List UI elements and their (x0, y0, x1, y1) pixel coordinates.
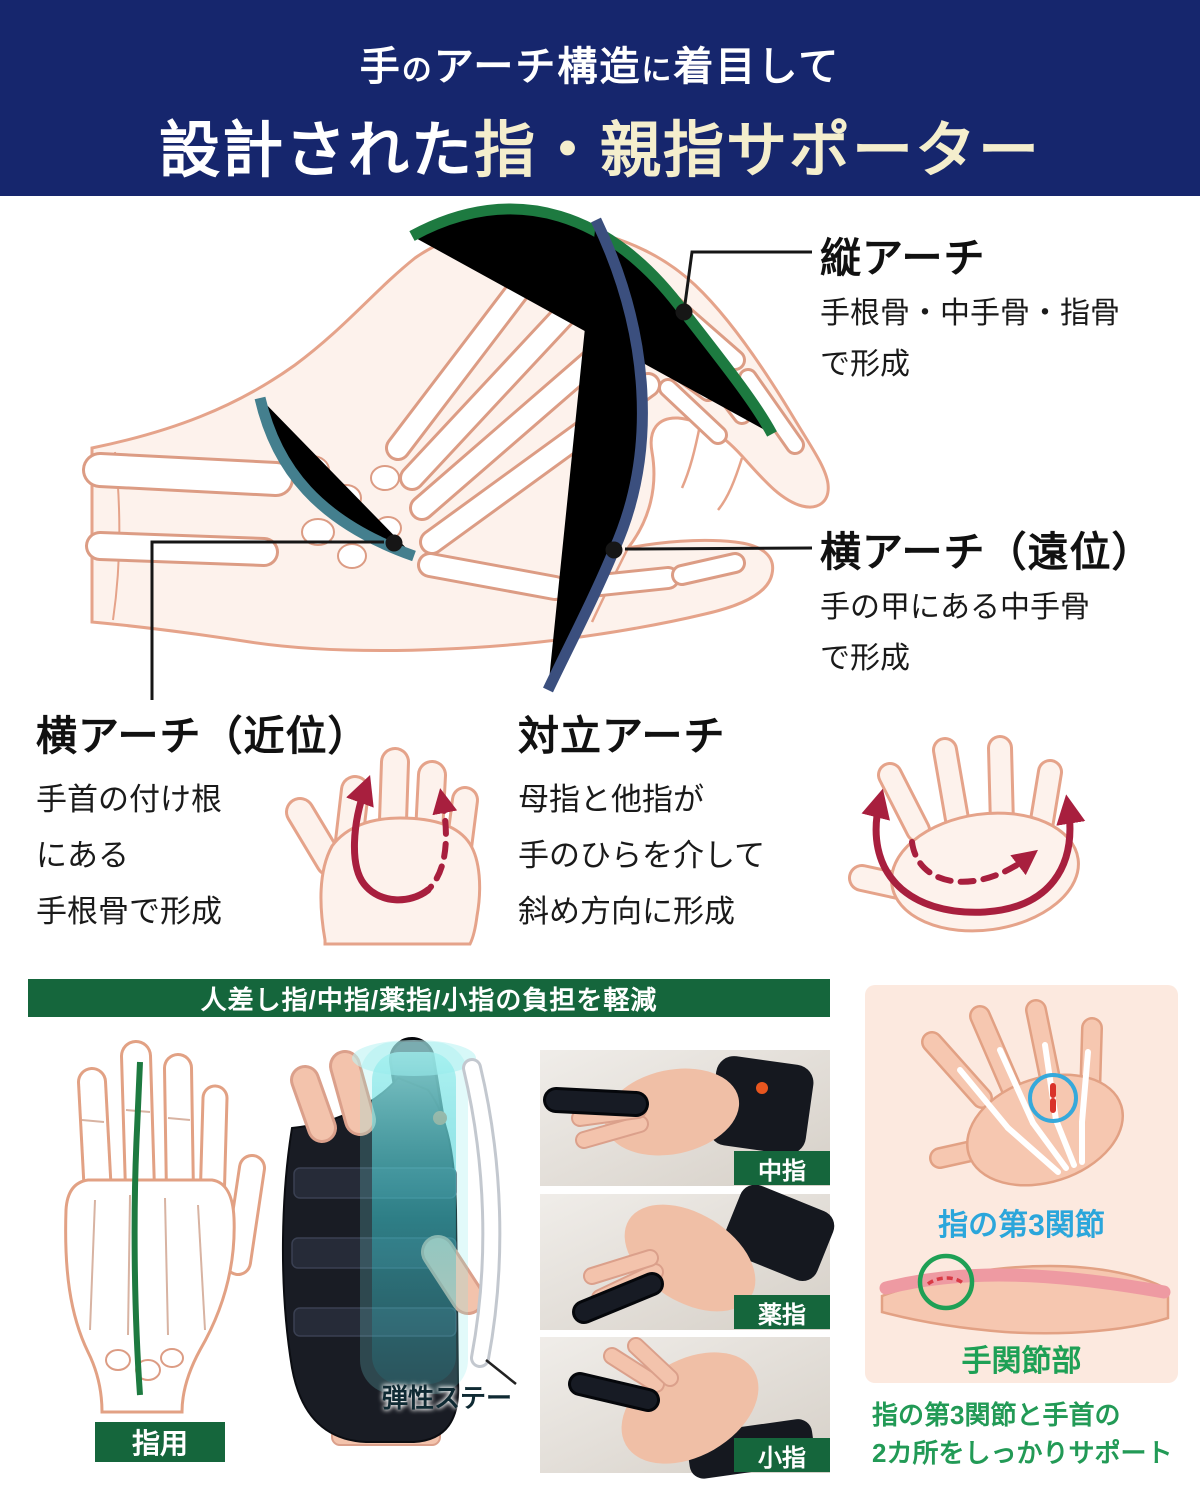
vertical-arch-dot (675, 303, 693, 321)
proximal-arch-desc-line3: 手根骨で形成 (36, 894, 222, 929)
proximal-arch-desc: 手首の付け根 にある 手根骨で形成 (36, 772, 222, 940)
third-joint-circle (1028, 1073, 1078, 1123)
photo-tag-ring-finger: 薬指 (734, 1295, 830, 1329)
proximal-arch-desc-line1: 手首の付け根 (36, 782, 222, 817)
opposition-arch-title: 対立アーチ (518, 713, 726, 759)
support-panel-illustration (865, 985, 1178, 1383)
header-seg-5: 着目して (673, 45, 841, 89)
distal-arch-desc: 手の甲にある中手骨 で形成 (820, 582, 1090, 684)
distal-arch-title: 横アーチ（遠位） (820, 529, 1154, 575)
wrist-joint-label: 手関節部 (961, 1345, 1082, 1378)
distal-arch-dot (605, 541, 623, 559)
support-note-line1: 指の第3関節と手首の (872, 1400, 1121, 1430)
distal-arch-desc-line1: 手の甲にある中手骨 (820, 591, 1090, 624)
opposition-arch-desc-line2: 手のひらを介して (518, 838, 766, 873)
header-seg-3: アーチ構造 (433, 45, 642, 89)
opposition-arch-hand-illustration (848, 735, 1086, 933)
header-seg-4: に (641, 54, 674, 87)
vertical-arch-desc: 手根骨・中手骨・指骨 で形成 (820, 288, 1120, 390)
transverse-distal-arch-line (543, 217, 648, 693)
finger-support-line (131, 1061, 143, 1396)
elastic-stay-label: 弾性ステー (382, 1383, 513, 1413)
opposition-arch-desc-line1: 母指と他指が (518, 782, 704, 817)
header-line2-accent: 指・親指サポーター (474, 116, 1042, 184)
header-line2-prefix: 設計された (158, 116, 474, 184)
finger-skeleton-illustration (64, 1040, 266, 1414)
support-note: 指の第3関節と手首の 2カ所をしっかりサポート (872, 1396, 1192, 1472)
opposition-arch-desc-line3: 斜め方向に形成 (518, 894, 735, 929)
vertical-arch-desc-line1: 手根骨・中手骨・指骨 (820, 297, 1120, 330)
vertical-arch-desc-line2: で形成 (820, 348, 910, 381)
header-title-line1: 手のアーチ構造に着目して (0, 34, 1200, 92)
opposition-arch-desc: 母指と他指が 手のひらを介して 斜め方向に形成 (518, 772, 765, 940)
header-title-line2: 設計された指・親指サポーター (0, 100, 1200, 189)
photo-tag-middle-finger: 中指 (734, 1151, 830, 1185)
proximal-arch-title: 横アーチ（近位） (36, 713, 370, 759)
header-seg-2: の (401, 54, 434, 87)
wrist-joint-circle (917, 1253, 975, 1311)
support-note-line2: 2カ所をしっかりサポート (872, 1438, 1173, 1468)
product-illustration (281, 1037, 517, 1446)
vertical-arch-title: 縦アーチ (820, 235, 986, 281)
third-joint-label: 指の第3関節 (938, 1209, 1105, 1242)
header-seg-1: 手 (359, 45, 402, 89)
header-banner: 手のアーチ構造に着目して 設計された指・親指サポーター (0, 0, 1200, 196)
finger-use-tag: 指用 (95, 1422, 225, 1462)
relief-banner: 人差し指/中指/薬指/小指の負担を軽減 (28, 979, 830, 1017)
photo-tag-little-finger: 小指 (734, 1438, 830, 1472)
proximal-arch-hand-illustration (285, 747, 482, 946)
distal-arch-desc-line2: で形成 (820, 642, 910, 675)
hand-arch-illustration (82, 203, 830, 700)
proximal-arch-dot (385, 534, 403, 552)
proximal-arch-desc-line2: にある (36, 838, 129, 873)
